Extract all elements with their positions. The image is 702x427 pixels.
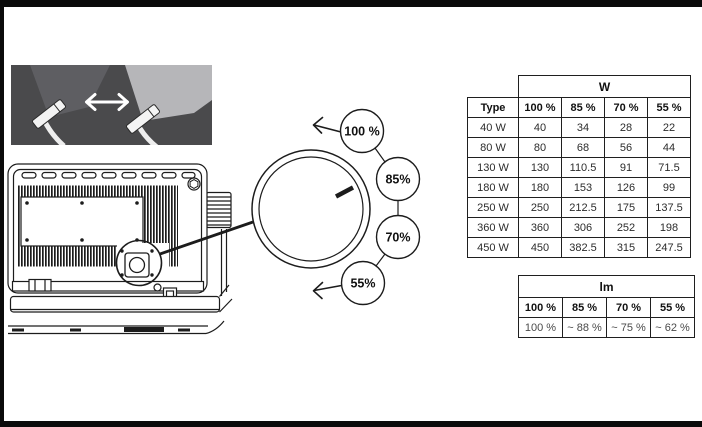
w-table-type-header: Type bbox=[467, 97, 519, 118]
base-rail bbox=[8, 320, 225, 335]
cell: ~ 62 % bbox=[650, 317, 695, 338]
w-table-col-70: 70 % bbox=[604, 97, 648, 118]
cell: 382.5 bbox=[561, 237, 605, 258]
page-frame-bottom bbox=[0, 421, 702, 427]
table-row: 450 W 450 382.5 315 247.5 bbox=[467, 237, 691, 258]
cw-arrow-icon bbox=[312, 281, 343, 300]
cell: 315 bbox=[604, 237, 648, 258]
cell: 40 bbox=[518, 117, 562, 138]
w-table-col-55: 55 % bbox=[647, 97, 691, 118]
row-type: 450 W bbox=[467, 237, 519, 258]
table-row: 360 W 360 306 252 198 bbox=[467, 217, 691, 238]
lm-table-unit-header: lm bbox=[518, 275, 695, 298]
cell: 80 bbox=[518, 137, 562, 158]
row-type: 40 W bbox=[467, 117, 519, 138]
table-row: 130 W 130 110.5 91 71.5 bbox=[467, 157, 691, 178]
page-frame-left bbox=[0, 0, 4, 427]
bright-light-beam bbox=[125, 65, 212, 121]
cell: 126 bbox=[604, 177, 648, 198]
table-row: 100 % 85 % 70 % 55 % bbox=[518, 297, 695, 318]
lm-table-col-55: 55 % bbox=[650, 297, 695, 318]
row-type: 80 W bbox=[467, 137, 519, 158]
cell: ~ 88 % bbox=[562, 317, 607, 338]
cell: ~ 75 % bbox=[606, 317, 651, 338]
cell: 100 % bbox=[518, 317, 563, 338]
w-table-col-85: 85 % bbox=[561, 97, 605, 118]
cell: 99 bbox=[647, 177, 691, 198]
dimmer-knob-detail bbox=[117, 243, 169, 280]
stop-bubble-85 bbox=[375, 156, 421, 202]
table-row: lm bbox=[518, 275, 695, 298]
cell: 306 bbox=[561, 217, 605, 238]
stop-bubble-70 bbox=[375, 214, 421, 260]
wattage-table: W Type 100 % 85 % 70 % 55 % 40 W 40 34 2… bbox=[467, 75, 691, 258]
cell: 91 bbox=[604, 157, 648, 178]
mounting-bracket bbox=[9, 284, 233, 313]
cell: 175 bbox=[604, 197, 648, 218]
cell: 28 bbox=[604, 117, 648, 138]
cell: 450 bbox=[518, 237, 562, 258]
row-type: 180 W bbox=[467, 177, 519, 198]
lm-table-col-70: 70 % bbox=[606, 297, 651, 318]
stop-label-55: 55% bbox=[350, 277, 375, 291]
stop-label-70: 70% bbox=[385, 231, 410, 245]
bidirectional-arrow-icon bbox=[85, 93, 129, 111]
stop-bubble-55 bbox=[340, 260, 386, 306]
w-table-corner-blank bbox=[468, 76, 519, 98]
top-vent-slots bbox=[21, 171, 196, 179]
page-frame-top bbox=[0, 0, 702, 7]
cell: 110.5 bbox=[561, 157, 605, 178]
cell: 212.5 bbox=[561, 197, 605, 218]
stop-label-85: 85% bbox=[385, 173, 410, 187]
table-row: 180 W 180 153 126 99 bbox=[467, 177, 691, 198]
callout-leader-line bbox=[159, 220, 254, 256]
w-table-unit-header: W bbox=[518, 75, 691, 98]
cell: 252 bbox=[604, 217, 648, 238]
floodlight-rear-drawing bbox=[7, 163, 254, 335]
dial-outer-ring bbox=[251, 149, 371, 269]
lm-table-col-85: 85 % bbox=[562, 297, 607, 318]
stop-connectors bbox=[374, 147, 399, 267]
detail-callout-circle bbox=[115, 239, 163, 287]
cell: 250 bbox=[518, 197, 562, 218]
cell: 56 bbox=[604, 137, 648, 158]
dimming-photo-inset bbox=[11, 65, 212, 145]
cell: 44 bbox=[647, 137, 691, 158]
cell: 68 bbox=[561, 137, 605, 158]
cell: 360 bbox=[518, 217, 562, 238]
cell: 180 bbox=[518, 177, 562, 198]
table-row: 80 W 80 68 56 44 bbox=[467, 137, 691, 158]
table-row: 100 % ~ 88 % ~ 75 % ~ 62 % bbox=[518, 317, 695, 338]
cell: 198 bbox=[647, 217, 691, 238]
stop-bubble-100 bbox=[339, 108, 385, 154]
lm-table-col-100: 100 % bbox=[518, 297, 563, 318]
cell: 153 bbox=[561, 177, 605, 198]
lumen-table: lm 100 % 85 % 70 % 55 % 100 % ~ 88 % ~ 7… bbox=[518, 275, 695, 338]
row-type: 130 W bbox=[467, 157, 519, 178]
cell: 247.5 bbox=[647, 237, 691, 258]
dial-indicator-mark bbox=[334, 185, 355, 199]
cell: 137.5 bbox=[647, 197, 691, 218]
hex-bolt bbox=[187, 177, 201, 191]
dial-stops: 100 % 85% 70% 55% bbox=[339, 108, 421, 306]
stop-label-100: 100 % bbox=[344, 125, 379, 139]
table-row: 40 W 40 34 28 22 bbox=[467, 117, 691, 138]
table-row: Type 100 % 85 % 70 % 55 % bbox=[467, 97, 691, 118]
cell: 34 bbox=[561, 117, 605, 138]
row-type: 250 W bbox=[467, 197, 519, 218]
dial-inner-ring bbox=[258, 156, 364, 262]
dimmer-dial: 100 % 85% 70% 55% bbox=[251, 108, 421, 306]
ccw-arrow-icon bbox=[312, 116, 342, 134]
table-row: 250 W 250 212.5 175 137.5 bbox=[467, 197, 691, 218]
back-panel bbox=[20, 196, 144, 247]
w-table-col-100: 100 % bbox=[518, 97, 562, 118]
row-type: 360 W bbox=[467, 217, 519, 238]
table-row: W bbox=[468, 75, 691, 98]
floodlight-dim bbox=[32, 99, 66, 145]
floodlight-bright bbox=[126, 104, 160, 145]
cell: 130 bbox=[518, 157, 562, 178]
cell: 22 bbox=[647, 117, 691, 138]
cell: 71.5 bbox=[647, 157, 691, 178]
